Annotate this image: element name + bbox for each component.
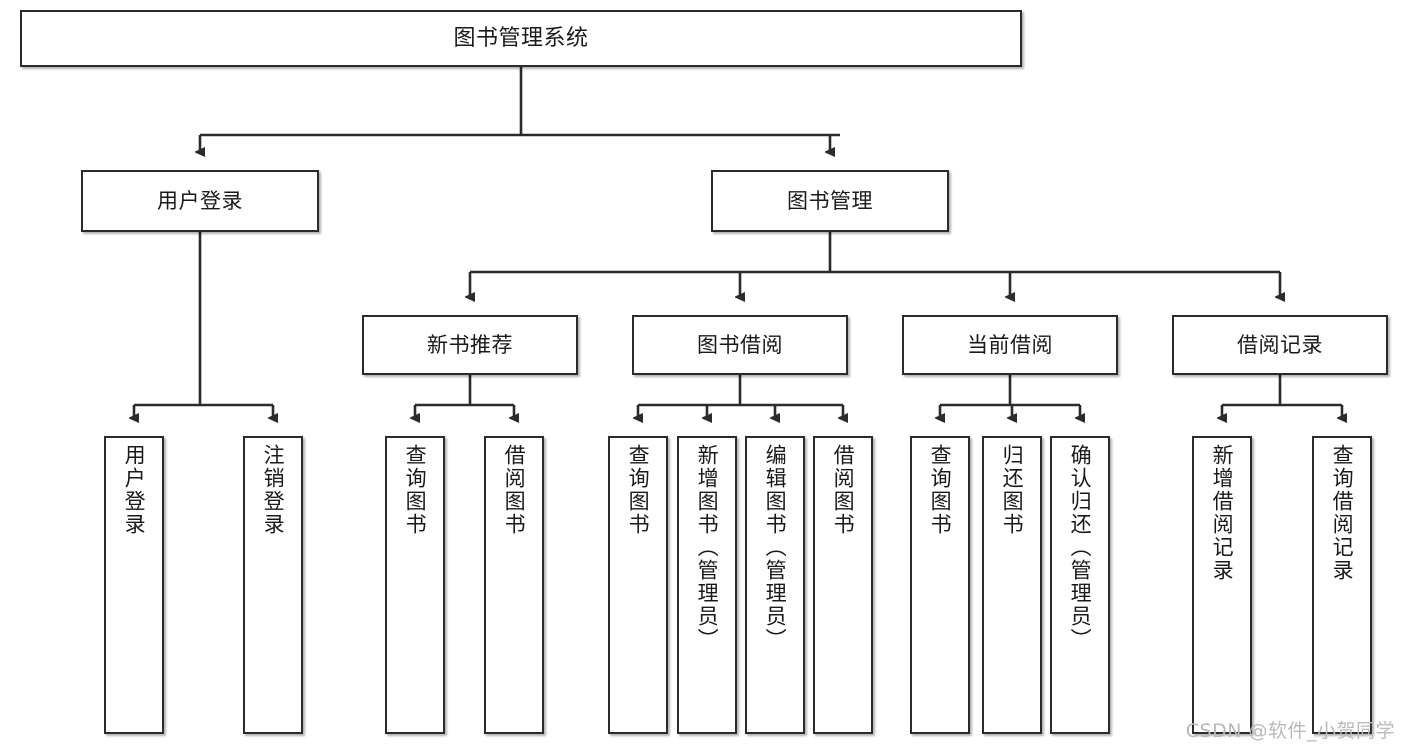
node-current-borrow[interactable]: 当前借阅 <box>902 315 1118 375</box>
node-leaf-query-book-rec-label: 查询图书 <box>403 444 428 536</box>
node-leaf-return-book[interactable]: 归还图书 <box>982 436 1042 734</box>
node-leaf-user-logout[interactable]: 注销登录 <box>243 436 303 734</box>
node-leaf-user-logout-label: 注销登录 <box>261 444 286 536</box>
node-leaf-confirm-return-admin-label: 确认归还（管理员） <box>1068 444 1093 651</box>
node-leaf-query-borrow-record[interactable]: 查询借阅记录 <box>1312 436 1372 734</box>
node-leaf-query-book-rec[interactable]: 查询图书 <box>385 436 445 734</box>
node-leaf-user-login[interactable]: 用户登录 <box>104 436 164 734</box>
node-leaf-borrow-book-label: 借阅图书 <box>831 444 856 536</box>
node-root-label: 图书管理系统 <box>453 25 589 51</box>
node-leaf-confirm-return-admin[interactable]: 确认归还（管理员） <box>1050 436 1110 734</box>
node-leaf-edit-book-admin[interactable]: 编辑图书（管理员） <box>745 436 805 734</box>
node-leaf-user-login-label: 用户登录 <box>122 444 147 536</box>
node-leaf-add-book-admin[interactable]: 新增图书（管理员） <box>677 436 737 734</box>
node-leaf-query-borrow-record-label: 查询借阅记录 <box>1330 444 1355 582</box>
node-leaf-query-book-borrow-label: 查询图书 <box>626 444 651 536</box>
node-book-management-label: 图书管理 <box>787 188 873 213</box>
node-book-borrow-label: 图书借阅 <box>697 332 783 357</box>
node-leaf-query-book-borrow[interactable]: 查询图书 <box>608 436 668 734</box>
node-leaf-query-book-current-label: 查询图书 <box>928 444 953 536</box>
node-user-login-label: 用户登录 <box>157 188 243 213</box>
node-leaf-add-borrow-record[interactable]: 新增借阅记录 <box>1192 436 1252 734</box>
node-leaf-add-book-admin-label: 新增图书（管理员） <box>695 444 720 651</box>
node-leaf-return-book-label: 归还图书 <box>1000 444 1025 536</box>
node-root[interactable]: 图书管理系统 <box>20 10 1022 67</box>
node-leaf-borrow-book[interactable]: 借阅图书 <box>813 436 873 734</box>
node-current-borrow-label: 当前借阅 <box>967 332 1053 357</box>
node-leaf-add-borrow-record-label: 新增借阅记录 <box>1210 444 1235 582</box>
node-borrow-records-label: 借阅记录 <box>1237 332 1323 357</box>
node-new-book-recommend[interactable]: 新书推荐 <box>362 315 578 375</box>
watermark-text: CSDN @软件_小贺同学 <box>1185 720 1395 742</box>
node-leaf-edit-book-admin-label: 编辑图书（管理员） <box>763 444 788 651</box>
node-leaf-query-book-current[interactable]: 查询图书 <box>910 436 970 734</box>
node-borrow-records[interactable]: 借阅记录 <box>1172 315 1388 375</box>
node-leaf-borrow-book-rec-label: 借阅图书 <box>502 444 527 536</box>
node-user-login[interactable]: 用户登录 <box>81 170 319 232</box>
node-book-borrow[interactable]: 图书借阅 <box>632 315 848 375</box>
node-new-book-recommend-label: 新书推荐 <box>427 332 513 357</box>
node-leaf-borrow-book-rec[interactable]: 借阅图书 <box>484 436 544 734</box>
node-book-management[interactable]: 图书管理 <box>711 170 949 232</box>
